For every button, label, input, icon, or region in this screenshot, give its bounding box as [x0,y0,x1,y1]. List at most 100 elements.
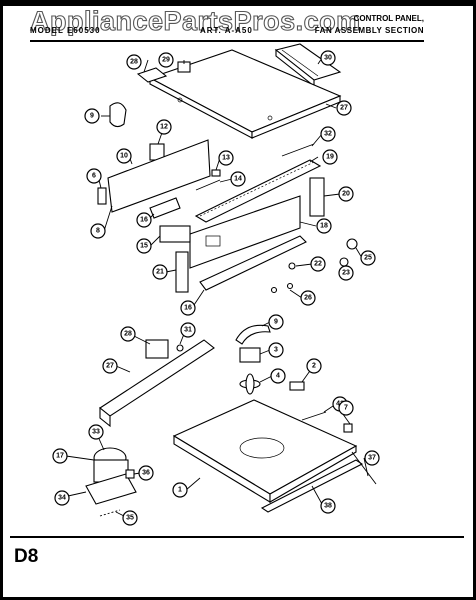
part-7-clip [343,423,353,433]
svg-text:35: 35 [126,515,134,522]
callout-23: 23 [338,265,354,281]
part-36-screws [99,509,121,517]
svg-text:37: 37 [368,455,376,462]
svg-text:32: 32 [324,131,332,138]
svg-text:2: 2 [312,363,316,370]
svg-text:38: 38 [324,503,332,510]
callout-35: 34 [54,490,70,506]
svg-text:17: 17 [56,453,64,460]
callout-25: 26 [300,290,316,306]
svg-text:19: 19 [326,154,334,161]
part-27-bracket [145,339,169,359]
callout-19: 19 [322,149,338,165]
callout-14: 15 [136,238,152,254]
section-title-line1: CONTROL PANEL, [353,14,424,23]
callout-labels: 28 29 30 27 9 12 10 32 19 13 14 6 20 16 … [52,50,380,526]
callout-9-strap: 9 [268,314,284,330]
callout-9-top: 9 [84,108,100,124]
svg-text:12: 12 [160,124,168,131]
svg-text:16: 16 [184,305,192,312]
callout-13: 14 [230,171,246,187]
header-rule [30,40,424,42]
svg-text:33: 33 [92,429,100,436]
svg-text:20: 20 [342,191,350,198]
callout-38: 37 [364,450,380,466]
svg-text:8: 8 [96,228,100,235]
part-15-insert [149,197,181,219]
watermark-text: AppliancePartsPros.com [29,5,361,36]
part-3-fan-motor [239,347,261,363]
part-35-mount [85,473,137,505]
callout-31: 31 [180,322,196,338]
part-30-pad [136,67,168,83]
page-id: D8 [14,546,39,567]
part-20-end-bracket [309,177,325,217]
callout-8: 8 [90,223,106,239]
part-38-rod [351,451,377,485]
part-12-bracket [211,169,221,177]
svg-text:28: 28 [130,59,138,66]
part-23-knob [339,257,349,267]
part-17-control-panel [189,195,301,269]
part-14-display [159,225,191,243]
callout-28: 27 [336,100,352,116]
svg-text:7: 7 [344,405,348,412]
part-19-switch-bank [194,159,322,223]
callout-29: 29 [158,52,174,68]
part-9-clamp [109,102,127,128]
callout-24: 25 [360,250,376,266]
svg-text:30: 30 [324,55,332,62]
callout-4: 4 [270,368,286,384]
svg-text:29: 29 [162,57,170,64]
callout-32: 30 [320,50,336,66]
svg-text:26: 26 [304,295,312,302]
svg-text:34: 34 [58,495,66,502]
callout-10: 10 [116,148,132,164]
part-1-base-plate [172,399,358,503]
callout-36: 35 [122,510,138,526]
part-25-screw-b [286,282,294,290]
callout-18: 16 [180,300,196,316]
callout-1: 1 [172,482,188,498]
callout-16: 17 [52,448,68,464]
part-26-duct-panel [99,339,215,428]
callout-34: 33 [88,424,104,440]
callout-22: 22 [310,256,326,272]
callout-11: 12 [156,119,172,135]
top-border-strip [0,0,476,6]
callout-21: 21 [152,264,168,280]
part-33-rod [281,143,315,157]
svg-text:25: 25 [364,255,372,262]
svg-text:27: 27 [106,363,114,370]
diagram-header: MODEL E60530 ART. A-A50 CONTROL PANEL, F… [30,10,424,44]
svg-text:18: 18 [320,223,328,230]
svg-text:10: 10 [120,153,128,160]
callout-17: 18 [316,218,332,234]
callout-20: 20 [338,186,354,202]
svg-text:31: 31 [184,327,192,334]
callout-30: 28 [126,54,142,70]
svg-text:4: 4 [276,373,280,380]
svg-text:9: 9 [274,319,278,326]
callout-2: 2 [306,358,322,374]
part-8-side-panel [107,139,211,213]
part-18-lower-trim [199,235,307,291]
part-4-fan-blade [239,373,261,395]
part-24-knob [346,238,358,250]
footer-rule [10,536,464,538]
svg-text:14: 14 [234,176,242,183]
callout-33: 32 [320,126,336,142]
svg-text:13: 13 [222,155,230,162]
svg-text:15: 15 [140,243,148,250]
art-label: ART. A-A50 [200,26,253,35]
callout-39: 38 [320,498,336,514]
part-28-top-panel [148,49,342,139]
svg-text:6: 6 [92,173,96,180]
part-37-clip [125,469,135,479]
part-21-end-bracket [175,251,189,293]
svg-text:36: 36 [142,470,150,477]
svg-text:3: 3 [274,347,278,354]
model-label: MODEL E60530 [30,26,101,35]
section-title-line2: FAN ASSEMBLY SECTION [314,26,424,35]
